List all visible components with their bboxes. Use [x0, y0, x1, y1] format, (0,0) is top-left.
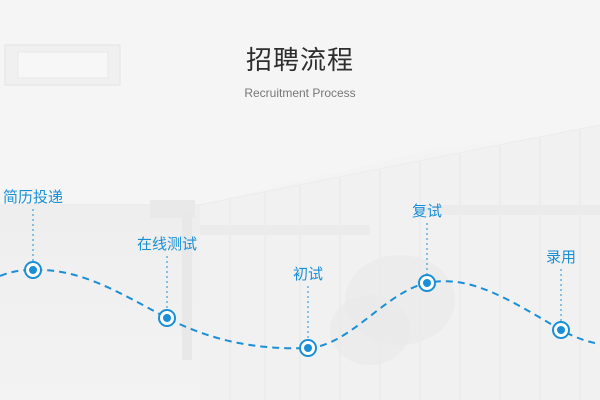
step-label-online-test: 在线测试: [136, 235, 198, 253]
node-step-1: [24, 261, 42, 279]
node-step-2: [158, 309, 176, 327]
step-label-second-interview: 复试: [411, 202, 443, 220]
page-subtitle: Recruitment Process: [244, 86, 356, 100]
step-label-hired: 录用: [545, 248, 577, 266]
node-step-4: [418, 274, 436, 292]
page-title: 招聘流程: [245, 46, 354, 76]
step-label-resume-submission: 简历投递: [2, 188, 64, 206]
step-label-first-interview: 初试: [292, 265, 324, 283]
node-step-5: [552, 321, 570, 339]
node-step-3: [299, 339, 317, 357]
